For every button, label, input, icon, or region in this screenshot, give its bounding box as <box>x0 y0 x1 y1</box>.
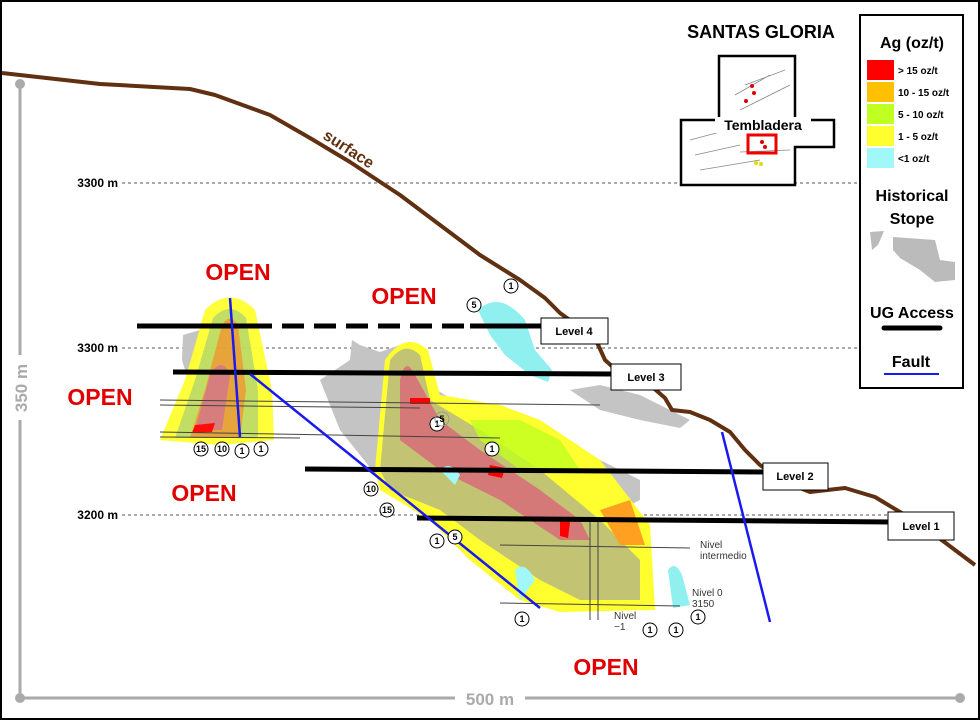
low-grade-cyan-zones <box>478 302 690 608</box>
legend-grade-title: Ag (oz/t) <box>880 35 944 52</box>
level-1-access <box>416 515 891 525</box>
nivel-minus-1-label: −1 <box>614 622 626 633</box>
contour-marker-value: 1 <box>647 625 652 635</box>
nivel-intermedio-label: intermedio <box>700 551 747 562</box>
contour-marker: 5 <box>447 529 463 545</box>
horizontal-scale-label: 500 m <box>466 690 514 709</box>
contour-marker: 1 <box>503 278 519 294</box>
legend-fault-title: Fault <box>892 354 931 371</box>
level-label-text: Level 3 <box>627 372 664 384</box>
vertical-scale-label: 350 m <box>12 364 31 412</box>
contour-marker-value: 1 <box>673 625 678 635</box>
legend-grade-label: 10 - 15 oz/t <box>898 88 950 99</box>
contour-marker-value: 1 <box>258 444 263 454</box>
contour-marker: 1 <box>253 441 269 457</box>
contour-marker-value: 1 <box>239 446 244 456</box>
level-4-label: Level 4 <box>540 317 609 345</box>
inset-label: Tembladera <box>724 117 802 133</box>
fault-lines <box>228 297 772 623</box>
legend-swatch <box>867 126 894 146</box>
legend-swatch <box>867 82 894 102</box>
contour-marker-value: 10 <box>217 444 227 454</box>
elevation-label: 3300 m <box>77 341 118 355</box>
contour-marker-value: 15 <box>196 444 206 454</box>
contour-marker-value: 5 <box>439 414 444 424</box>
contour-marker-value: 1 <box>489 444 494 454</box>
nivel-minus-1-label: Nivel <box>614 611 636 622</box>
contour-marker: 1 <box>234 443 250 459</box>
open-label: OPEN <box>171 480 236 506</box>
contour-marker: 1 <box>690 609 706 625</box>
legend-stope-title: Stope <box>890 211 935 228</box>
open-label: OPEN <box>371 283 436 309</box>
legend-grade-label: <1 oz/t <box>898 154 930 165</box>
inset-highlight-box <box>746 133 778 155</box>
legend-grade-label: 1 - 5 oz/t <box>898 132 939 143</box>
level-2-label: Level 2 <box>762 462 829 491</box>
legend-grade-label: > 15 oz/t <box>898 66 938 77</box>
contour-marker: 10 <box>214 441 230 457</box>
legend-access-title: UG Access <box>870 305 954 322</box>
map-title: SANTAS GLORIA <box>687 22 835 42</box>
contour-marker: 1 <box>484 441 500 457</box>
nivel-intermedio-label: Nivel <box>700 540 722 551</box>
level-2-access <box>304 466 766 475</box>
contour-marker: 15 <box>379 502 395 518</box>
legend-swatch <box>867 148 894 168</box>
open-label: OPEN <box>67 384 132 410</box>
contour-marker: 1 <box>514 611 530 627</box>
contour-marker-value: 1 <box>519 614 524 624</box>
level-label-text: Level 1 <box>902 521 939 533</box>
location-inset-map: Tembladera <box>679 54 836 187</box>
level-3-label: Level 3 <box>610 363 682 391</box>
contour-marker: 1 <box>642 622 658 638</box>
contour-marker: 10 <box>363 481 379 497</box>
nivel-0-label: Nivel 0 <box>692 588 723 599</box>
main-ore-body <box>375 342 655 612</box>
level-3-access <box>172 369 613 377</box>
legend-swatch <box>867 104 894 124</box>
level-label-text: Level 4 <box>555 326 593 338</box>
nivel-0-label: 3150 <box>692 599 715 610</box>
elevation-label: 3300 m <box>77 176 118 190</box>
contour-marker-value: 5 <box>452 532 457 542</box>
contour-marker-value: 5 <box>471 300 476 310</box>
legend-swatch <box>867 60 894 80</box>
contour-marker-value: 1 <box>434 536 439 546</box>
nivel-annotations: Nivel intermedio Nivel 0 3150 Nivel −1 <box>614 540 747 633</box>
elevation-line-3200: 3200 m <box>77 508 900 522</box>
vertical-scale-bar: 350 m <box>12 79 31 698</box>
level-1-label: Level 1 <box>887 511 955 541</box>
open-label: OPEN <box>205 259 270 285</box>
legend-grade-label: 5 - 10 oz/t <box>898 110 944 121</box>
level-label-text: Level 2 <box>776 471 813 483</box>
contour-marker: 5 <box>434 411 450 427</box>
contour-marker-value: 1 <box>695 612 700 622</box>
contour-marker: 1 <box>668 622 684 638</box>
contour-marker-value: 1 <box>508 281 513 291</box>
legend-stope-title: Historical <box>876 188 949 205</box>
contour-marker: 1 <box>429 533 445 549</box>
legend-stope-swatch <box>870 231 955 282</box>
open-label: OPEN <box>573 654 638 680</box>
horizontal-scale-bar: 500 m <box>15 690 965 709</box>
elevation-label: 3200 m <box>77 508 118 522</box>
contour-marker: 5 <box>466 297 482 313</box>
contour-marker-value: 15 <box>382 505 392 515</box>
legend: Ag (oz/t) > 15 oz/t 10 - 15 oz/t 5 - 10 oz… <box>859 14 964 389</box>
contour-marker-value: 10 <box>366 484 376 494</box>
contour-marker: 15 <box>193 441 209 457</box>
